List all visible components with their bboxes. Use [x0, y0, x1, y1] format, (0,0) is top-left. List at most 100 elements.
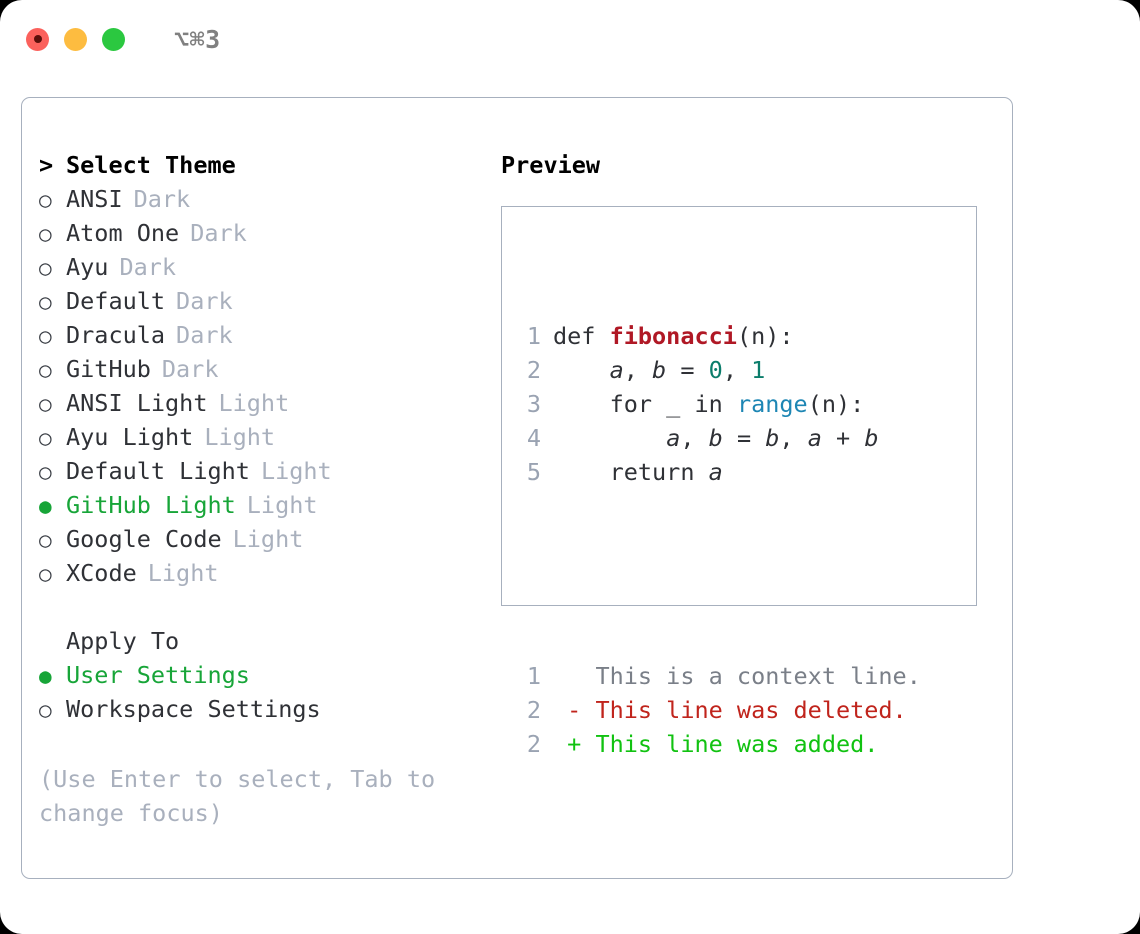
code-line: 5 return a — [515, 455, 921, 489]
code-line: 4 a, b = b, a + b — [515, 421, 921, 455]
theme-variant-tag: Dark — [119, 253, 177, 281]
theme-variant-tag: Light — [218, 389, 290, 417]
code-token — [553, 424, 666, 452]
radio-empty-icon: ○ — [39, 188, 52, 212]
theme-variant-tag: Dark — [176, 321, 233, 349]
theme-option-label: ANSI — [66, 185, 123, 213]
line-number: 1 — [526, 662, 541, 690]
code-token: for _ in — [553, 390, 737, 418]
close-button-icon[interactable] — [26, 27, 49, 51]
theme-variant-tag: Light — [246, 491, 318, 519]
radio-empty-icon: ○ — [39, 426, 52, 450]
theme-option-label: Atom One — [66, 219, 180, 247]
radio-empty-icon: ○ — [39, 392, 52, 416]
radio-selected-icon: ● — [39, 494, 52, 518]
theme-option-label: Dracula — [66, 321, 166, 349]
code-token: b — [708, 424, 723, 452]
line-number: 1 — [526, 322, 541, 350]
theme-option-ayu[interactable]: ○ Ayu Dark — [39, 250, 499, 284]
code-token: a — [609, 356, 624, 384]
section-spacer — [39, 590, 499, 624]
diff-line-ctx: 1 This is a context line. — [515, 659, 921, 693]
diff-line-text: - This line was deleted. — [553, 696, 907, 724]
select-theme-title: Select Theme — [66, 151, 236, 179]
radio-empty-icon: ○ — [39, 290, 52, 314]
apply-to-option-workspace-settings[interactable]: ○ Workspace Settings — [39, 692, 499, 726]
code-diff-separator — [515, 557, 921, 591]
code-token: , — [623, 356, 653, 384]
code-token: def — [553, 322, 610, 350]
apply-to-title: Apply To — [66, 627, 180, 655]
code-token: range — [736, 390, 808, 418]
traffic-lights — [26, 27, 125, 51]
select-theme-header: > Select Theme — [39, 148, 499, 182]
code-token: , — [722, 356, 752, 384]
apply-to-indent-spacer: ○ — [39, 625, 66, 659]
code-token: , — [680, 424, 709, 452]
prompt-marker-icon: > — [39, 151, 54, 179]
theme-variant-tag: Light — [260, 457, 332, 485]
theme-option-dracula[interactable]: ○ Dracula Dark — [39, 318, 499, 352]
line-number: 5 — [526, 458, 541, 486]
code-token: b — [864, 424, 879, 452]
line-number: 2 — [526, 696, 541, 724]
diff-line-del: 2 - This line was deleted. — [515, 693, 921, 727]
diff-line-add: 2 + This line was added. — [515, 727, 921, 761]
theme-option-label: Default — [66, 287, 166, 315]
code-token: (n): — [807, 390, 865, 418]
radio-empty-icon: ○ — [39, 222, 52, 246]
theme-variant-tag: Dark — [133, 185, 191, 213]
code-token: fibonacci — [609, 322, 737, 350]
apply-to-option-label: User Settings — [66, 661, 250, 689]
diff-block: 1 This is a context line.2 - This line w… — [515, 659, 921, 761]
code-line-text: a, b = 0, 1 — [553, 353, 766, 387]
preview-title: Preview — [501, 151, 601, 179]
theme-option-label: GitHub — [66, 355, 151, 383]
code-token: b — [652, 356, 667, 384]
code-line-text: def fibonacci(n): — [553, 319, 794, 353]
radio-empty-icon: ○ — [39, 256, 52, 280]
maximize-button-icon[interactable] — [102, 27, 125, 51]
radio-empty-icon: ○ — [39, 324, 52, 348]
apply-to-option-label: Workspace Settings — [66, 695, 321, 723]
code-line-text: a, b = b, a + b — [553, 421, 878, 455]
line-number: 2 — [526, 356, 541, 384]
code-line-text: for _ in range(n): — [553, 387, 865, 421]
apply-to-option-user-settings[interactable]: ● User Settings — [39, 658, 499, 692]
code-line: 1 def fibonacci(n): — [515, 319, 921, 353]
theme-variant-tag: Light — [232, 525, 304, 553]
radio-empty-icon: ○ — [39, 528, 52, 552]
code-token — [553, 356, 610, 384]
code-line: 2 a, b = 0, 1 — [515, 353, 921, 387]
minimize-button-icon[interactable] — [64, 27, 87, 51]
code-token: = — [666, 356, 709, 384]
theme-option-ansi[interactable]: ○ ANSI Dark — [39, 182, 499, 216]
code-token: + — [821, 424, 865, 452]
line-number: 2 — [526, 730, 541, 758]
radio-selected-icon: ● — [39, 664, 52, 688]
code-token: , — [779, 424, 808, 452]
line-number: 4 — [526, 424, 541, 452]
code-token: a — [708, 458, 723, 486]
keyboard-hint-line-2: change focus) — [39, 799, 223, 827]
radio-empty-icon: ○ — [39, 698, 52, 722]
theme-option-label: Ayu — [66, 253, 109, 281]
keyboard-shortcut-label: ⌥⌘3 — [174, 24, 221, 54]
diff-line-text: This is a context line. — [553, 662, 921, 690]
theme-variant-tag: Dark — [161, 355, 219, 383]
